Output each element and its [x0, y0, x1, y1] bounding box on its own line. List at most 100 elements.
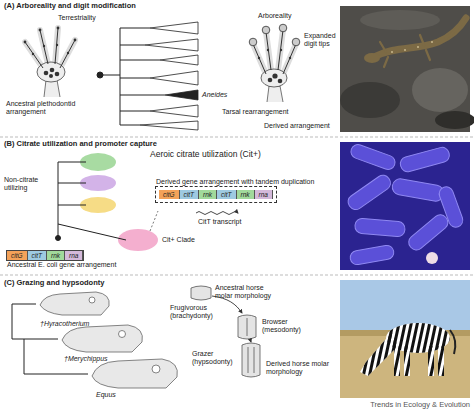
derived-hand-part-part — [267, 49, 269, 51]
gene-box: citG — [159, 190, 180, 199]
state-label: Arboreality — [258, 12, 291, 20]
gene-box: citT — [180, 190, 199, 199]
salamander-photo-part — [376, 18, 466, 56]
derived-hand-part-part — [253, 44, 266, 74]
salamander-photo-part-part — [384, 57, 388, 67]
ancestral-hand-part-part — [39, 29, 42, 32]
zebra-photo-part — [450, 330, 455, 354]
zebra-photo-part-part — [360, 332, 398, 376]
gene-box: citG — [7, 251, 28, 260]
derived-hand-part-part — [278, 30, 283, 70]
derived-hand-part-part — [258, 57, 260, 59]
ancestral-hand-part-part — [55, 72, 60, 77]
zebra-photo-part-part — [404, 346, 410, 376]
phylogeny-a-part — [140, 22, 198, 130]
skulls-part — [152, 365, 160, 373]
phylogeny-b-part-part — [58, 205, 86, 206]
molar-teeth-part — [247, 318, 248, 336]
phylogeny-a-part-part — [160, 55, 198, 65]
zebra-photo-part-part — [428, 346, 434, 376]
derived-hand-part-part — [253, 44, 266, 74]
skulls-part — [92, 359, 177, 388]
ancestral-hand-part-part — [56, 44, 58, 46]
ancestral-hand — [24, 27, 77, 97]
phylogeny-a-part — [100, 75, 120, 76]
salamander-photo-part — [446, 16, 466, 38]
derived-hand-part-part — [283, 44, 296, 74]
salamander-photo-part-part — [426, 50, 430, 60]
ancestral-hand-part-part — [25, 42, 43, 68]
bacteria-photo-part-part — [349, 143, 397, 172]
derived-hand-part — [258, 49, 291, 83]
ancestral-hand-part-part — [55, 28, 58, 64]
callout-label: Expanded digit tips — [304, 32, 338, 47]
derived-hand-part — [253, 30, 296, 74]
gene-name: citT — [32, 252, 42, 259]
skulls-part — [89, 297, 95, 303]
salamander-photo-part-part — [391, 51, 393, 53]
zebra-photo-part-part — [394, 346, 400, 376]
salamander-photo-part — [380, 35, 430, 67]
ancestral-hand-part-part — [40, 30, 48, 64]
derived-hand-part-part — [266, 32, 271, 70]
zebra-photo-part-part — [438, 346, 444, 376]
derived-hand-part-part — [283, 44, 296, 74]
zebra-photo — [340, 280, 470, 398]
derived-hand-part-part — [279, 24, 287, 32]
derived-hand-part-part — [272, 73, 277, 78]
journal-name: Trends in Ecology & Evolution — [370, 401, 470, 409]
gene-box: citT — [217, 190, 236, 199]
ancestral-hand-part — [24, 27, 77, 78]
panel-separators-part — [0, 137, 474, 138]
derived-hand-part-part — [278, 79, 283, 84]
gene-box: rna — [255, 190, 273, 199]
state-label: Non-citrate utilizing — [4, 176, 52, 191]
phylogeny-a-part-part — [150, 71, 198, 85]
taxon-label: Aneides — [202, 91, 227, 99]
skulls-part — [40, 292, 109, 315]
salamander-photo-part — [435, 111, 474, 129]
taxon-label: †Hyracotherium — [40, 320, 89, 328]
panel-title: (A) Arboreality and digit modification — [4, 2, 136, 10]
salamander-photo — [340, 6, 474, 132]
ancestral-hand-part-part — [60, 40, 75, 68]
derived-hand-part-part — [292, 38, 300, 46]
phylogeny-b-part-part — [58, 224, 126, 240]
salamander-photo-part — [391, 41, 433, 53]
phylogeny-c-part — [12, 304, 13, 339]
phylogeny-a-part — [120, 45, 145, 46]
salamander-photo-part-part — [380, 42, 386, 52]
phylogeny-c-part — [24, 339, 25, 374]
skulls-part — [62, 325, 142, 352]
molar-teeth-part — [254, 347, 255, 373]
phylogeny-a-part — [120, 125, 140, 126]
derived-hand-part-part — [268, 78, 273, 83]
gene-name: rnk — [203, 191, 212, 198]
salamander-photo-part — [340, 82, 400, 118]
ancestral-hand-part-part — [67, 52, 69, 54]
bacteria-photo-part-part — [391, 178, 445, 203]
bacteria-photo-part-part — [349, 244, 395, 265]
caption-label: Ancestral horse molar morphology — [215, 284, 281, 299]
gene-name: citT — [184, 191, 194, 198]
ancestral-hand-part-part — [32, 53, 34, 55]
zebra-photo-part — [360, 323, 450, 376]
caption-label: Derived horse molar morphology — [266, 360, 330, 375]
phylogeny-b-part-part — [58, 183, 86, 184]
ancestral-hand-part-part — [57, 27, 60, 30]
gene-name: rnk — [241, 191, 250, 198]
zebra-photo-part-part — [394, 346, 400, 376]
diet-label: Browser (mesodonty) — [262, 318, 314, 333]
state-label: Aeroic citrate utilization (Cit+) — [150, 150, 261, 159]
phylogeny-a-part-part — [165, 90, 198, 100]
caption-label: Ancestral plethodontid arrangement — [6, 100, 88, 115]
derived-hand-part-part — [249, 38, 257, 46]
panel-separators-part — [0, 275, 474, 276]
derived-hand-part-part — [280, 49, 282, 51]
zebra-photo-part — [360, 323, 450, 376]
molar-teeth-part — [242, 343, 260, 377]
phylogeny-a-part — [120, 60, 160, 61]
salamander-photo-part-part — [420, 35, 424, 45]
gene-name: rnk — [51, 252, 60, 259]
